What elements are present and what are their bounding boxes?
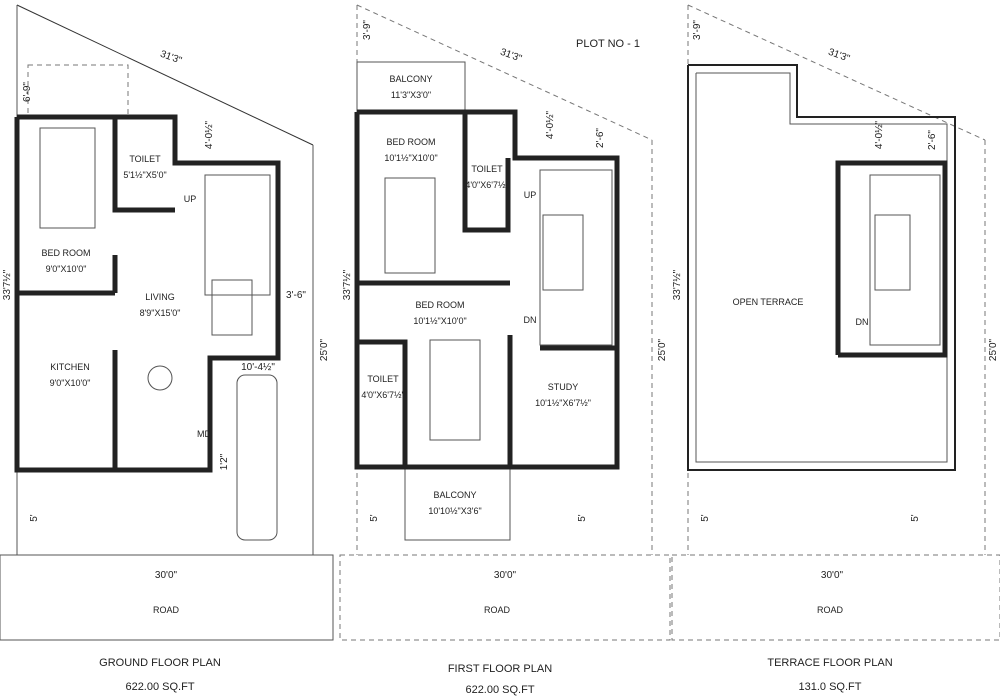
- room-name: BED ROOM: [386, 137, 435, 147]
- dim-front: 5': [369, 514, 380, 522]
- dim-front: 5': [700, 514, 711, 522]
- plan-area: 622.00 SQ.FT: [465, 684, 534, 696]
- room-size: 9'0"X10'0": [50, 378, 91, 388]
- plot-number: PLOT NO - 1: [576, 38, 640, 50]
- room-name: LIVING: [145, 292, 175, 302]
- room-size: 10'1½"X10'0": [384, 153, 437, 163]
- road-band: [0, 554, 334, 641]
- road-label: ROAD: [153, 605, 180, 615]
- plot-boundary-diagonal: [16, 4, 314, 146]
- room-name: BALCONY: [433, 490, 476, 500]
- plan-title: TERRACE FLOOR PLAN: [767, 657, 892, 669]
- plan-title: GROUND FLOOR PLAN: [99, 657, 221, 669]
- dim-bottom: 30'0": [494, 570, 517, 581]
- outer-wall: [354, 109, 620, 470]
- room-size: 9'0"X10'0": [46, 264, 87, 274]
- dim-right: 25'0": [319, 338, 330, 361]
- room-name: TOILET: [129, 154, 161, 164]
- room-size: 10'1½"X10'0": [413, 316, 466, 326]
- room-size: 4'0"X6'7½": [361, 390, 404, 400]
- stair-down-mark: DN: [856, 317, 869, 327]
- bed-icon: [384, 177, 436, 274]
- dim-bottom: 30'0": [155, 570, 178, 581]
- room-name: BED ROOM: [41, 248, 90, 258]
- dining-table-icon: [211, 279, 253, 336]
- room-name: BED ROOM: [415, 300, 464, 310]
- main-door-mark: MD: [197, 429, 211, 439]
- dim-top: 31'3": [499, 47, 524, 65]
- room-size: 4'0"X6'7½": [465, 180, 508, 190]
- plan-area: 131.0 SQ.FT: [799, 681, 862, 693]
- setback-outline: [27, 64, 129, 116]
- staircase: [869, 174, 941, 346]
- room-size: 10'1½"X6'7½": [535, 398, 591, 408]
- room-name: TOILET: [471, 164, 503, 174]
- staircase: [539, 169, 613, 346]
- dim-parking: 10'-4½": [241, 362, 275, 373]
- bed-icon: [429, 339, 481, 441]
- bed-icon: [39, 127, 96, 229]
- dim-bottom: 30'0": [821, 570, 844, 581]
- terrace-floor-plan: 3'-9" 31'3" 4'-0½" 2'-6" 33'7½" 25'0" 5'…: [671, 4, 1000, 693]
- staircase: [204, 174, 271, 296]
- room-size: 8'9"X15'0": [140, 308, 181, 318]
- rug-icon: [147, 365, 173, 391]
- dim-top: 31'3": [827, 47, 852, 65]
- dim-right-top: 4'-0½": [874, 120, 885, 149]
- room-size: 11'3"X3'0": [391, 90, 431, 100]
- plan-title: FIRST FLOOR PLAN: [448, 663, 552, 675]
- room-name: KITCHEN: [50, 362, 90, 372]
- stair-void: [874, 214, 911, 291]
- room-name: STUDY: [548, 382, 579, 392]
- balcony-top: [356, 61, 466, 113]
- dim-top: 31'3": [159, 49, 184, 67]
- toilet-wall: [462, 112, 511, 233]
- room-name: OPEN TERRACE: [733, 297, 804, 307]
- stair-up-mark: UP: [184, 194, 197, 204]
- dim-right-top: 4'-0½": [545, 110, 556, 139]
- room-name: TOILET: [367, 374, 399, 384]
- dim-left: 33'7½": [672, 269, 683, 300]
- first-floor-plan: PLOT NO - 1 3'-9" 31'3" 4'-0½" 2'-6" 33'…: [339, 4, 671, 696]
- stair-headroom-wall: [835, 160, 948, 358]
- dim-right-top-2: 2'-6": [927, 130, 938, 150]
- dim-setback-top: 6'-9": [22, 82, 33, 102]
- terrace-parapet: [687, 64, 956, 471]
- stair-up-mark: UP: [524, 190, 537, 200]
- road-label: ROAD: [484, 605, 511, 615]
- dim-right-top: 4'-0½": [204, 120, 215, 149]
- toilet-wall-2: [357, 339, 408, 467]
- dim-front: 5': [577, 514, 588, 522]
- ground-floor-plan: 6'-9" 31'3" 4'-0½" 33'7½" 25'0" 3'-6" 10…: [0, 4, 334, 693]
- dim-md: 1'2": [219, 453, 230, 470]
- car-icon: [236, 374, 278, 541]
- dim-stair-gap: 3'-6": [286, 290, 306, 301]
- dim-setback-top: 3'-9": [692, 20, 703, 40]
- stair-void: [542, 214, 584, 291]
- plan-area: 622.00 SQ.FT: [125, 681, 194, 693]
- room-size: 5'1½"X5'0": [123, 170, 166, 180]
- dim-right-top-2: 2'-6": [595, 128, 606, 148]
- terrace-parapet-inner: [695, 72, 948, 463]
- dim-front: 5': [29, 514, 40, 522]
- dim-front: 5': [910, 514, 921, 522]
- room-size: 10'10½"X3'6": [428, 506, 481, 516]
- road-band: [671, 554, 1000, 641]
- stair-down-mark: DN: [524, 315, 537, 325]
- toilet-wall: [112, 117, 175, 213]
- road-band: [339, 554, 671, 641]
- room-name: BALCONY: [389, 74, 432, 84]
- plot-boundary-diagonal: [356, 4, 653, 141]
- dim-right: 25'0": [988, 338, 999, 361]
- outer-wall: [14, 114, 281, 473]
- dim-left: 33'7½": [342, 269, 353, 300]
- dim-right: 25'0": [657, 338, 668, 361]
- road-label: ROAD: [817, 605, 844, 615]
- balcony-bottom: [404, 466, 511, 541]
- dim-setback-top: 3'-9": [362, 20, 373, 40]
- dim-left: 33'7½": [2, 269, 13, 300]
